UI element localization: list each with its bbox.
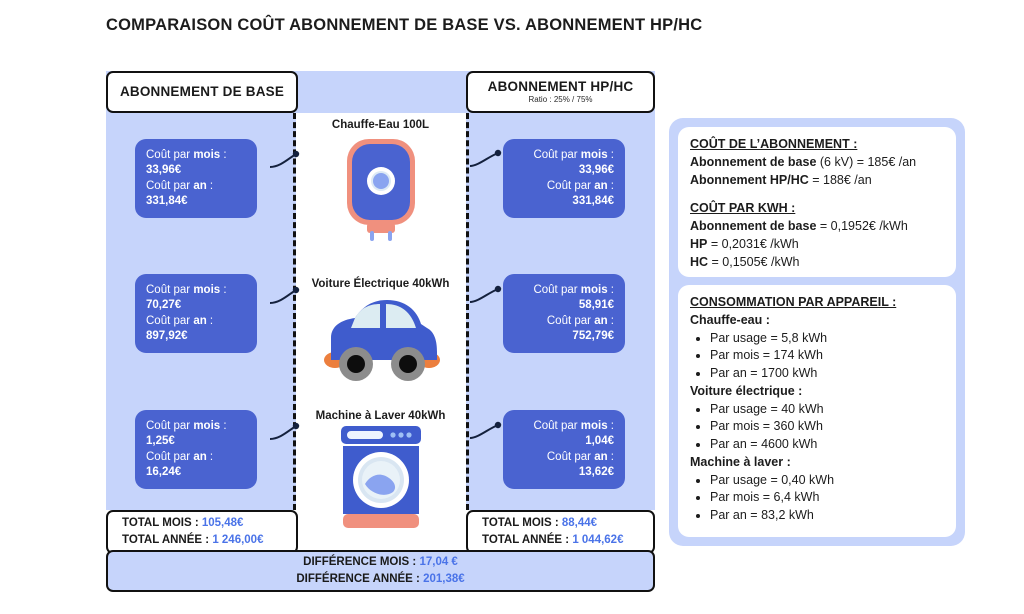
comparison-panel: ABONNEMENT DE BASE ABONNEMENT HP/HC Rati… — [106, 71, 655, 592]
cost-month-line: Coût par mois : — [533, 284, 614, 296]
cost-year-value: 897,92€ — [146, 329, 188, 342]
info-line-kwh-hp: HP = 0,2031€ /kWh — [690, 236, 799, 251]
device-cell-machine-a-laver: Machine à Laver 40kWh — [106, 410, 655, 535]
list-item: Par an = 4600 kWh — [710, 436, 944, 454]
info-line-abonnement-base: Abonnement de base (6 kV) = 185€ /an — [690, 154, 917, 169]
info-spacer — [690, 189, 944, 200]
list-item: Par mois = 360 kWh — [710, 418, 944, 436]
difference-panel: DIFFÉRENCE MOIS : 17,04 € DIFFÉRENCE ANN… — [106, 550, 655, 592]
divider-right-dashed — [466, 113, 469, 510]
totals-hphc: TOTAL MOIS : 88,44€ TOTAL ANNÉE : 1 044,… — [466, 510, 655, 554]
comparison-header-row: ABONNEMENT DE BASE ABONNEMENT HP/HC Rati… — [106, 71, 655, 113]
list-item: Par usage = 40 kWh — [710, 401, 944, 419]
cost-year-value: 16,24€ — [146, 465, 182, 478]
totals-base: TOTAL MOIS : 105,48€ TOTAL ANNÉE : 1 246… — [106, 510, 298, 554]
difference-month-value: 17,04 € — [419, 555, 458, 568]
info-line-abonnement-hphc: Abonnement HP/HC = 188€ /an — [690, 172, 872, 187]
cost-box-hphc-chauffe-eau: Coût par mois : 33,96€ Coût par an : 331… — [503, 139, 625, 219]
totals-row: TOTAL MOIS : 105,48€ TOTAL ANNÉE : 1 246… — [106, 510, 655, 556]
device-cell-chauffe-eau: Chauffe-Eau 100L — [106, 119, 655, 250]
washing-machine-icon — [340, 426, 421, 528]
device-label: Chauffe-Eau 100L — [331, 119, 430, 131]
header-base-label: ABONNEMENT DE BASE — [119, 83, 285, 99]
info-heading-abonnement: COÛT DE L’ABONNEMENT : — [690, 137, 858, 151]
header-hphc-label: ABONNEMENT HP/HC — [487, 78, 634, 94]
info-card-tarifs: COÛT DE L’ABONNEMENT : Abonnement de bas… — [678, 127, 956, 277]
difference-year: DIFFÉRENCE ANNÉE : 201,38€ — [296, 573, 465, 585]
water-heater-icon — [346, 139, 415, 241]
cost-year-line: Coût par an : — [146, 450, 214, 463]
cost-month-value: 33,96€ — [578, 164, 614, 177]
consommation-group-title: Chauffe-eau : — [690, 312, 770, 327]
cost-year-line: Coût par an : — [546, 179, 614, 192]
info-card-consommation: CONSOMMATION PAR APPAREIL : Chauffe-eau … — [678, 285, 956, 537]
info-heading-consommation: CONSOMMATION PAR APPAREIL : — [690, 295, 897, 309]
totals-base-year: TOTAL ANNÉE : 1 246,00€ — [122, 534, 264, 546]
list-item: Par an = 83,2 kWh — [710, 507, 944, 525]
comparison-body: Coût par mois : 33,96€ Coût par an : 331… — [106, 113, 655, 528]
device-label: Voiture Électrique 40kWh — [311, 278, 450, 290]
cost-year-value: 331,84€ — [572, 194, 614, 207]
device-cell-voiture-electrique: Voiture Électrique 40kWh — [106, 278, 655, 391]
cost-month-value: 1,25€ — [146, 435, 175, 448]
cost-month-value: 70,27€ — [146, 299, 182, 312]
difference-month: DIFFÉRENCE MOIS : 17,04 € — [303, 555, 458, 568]
cost-year-value: 13,62€ — [578, 465, 614, 478]
cost-month-line: Coût par mois : — [533, 420, 614, 432]
cost-box-base-machine: Coût par mois : 1,25€ Coût par an : 16,2… — [135, 410, 257, 490]
divider-left-dashed — [293, 113, 296, 510]
list-item: Par mois = 174 kWh — [710, 347, 944, 365]
cost-month-value: 58,91€ — [578, 299, 614, 312]
cost-month-line: Coût par mois : — [146, 284, 227, 296]
list-item: Par usage = 5,8 kWh — [710, 330, 944, 348]
info-line-kwh-hc: HC = 0,1505€ /kWh — [690, 254, 800, 269]
consommation-group-title: Voiture électrique : — [690, 383, 803, 398]
cost-year-line: Coût par an : — [146, 314, 214, 327]
header-abonnement-de-base: ABONNEMENT DE BASE — [106, 71, 298, 113]
cost-year-line: Coût par an : — [546, 450, 614, 463]
cost-month-line: Coût par mois : — [146, 149, 227, 161]
cost-box-base-voiture: Coût par mois : 70,27€ Coût par an : 897… — [135, 274, 257, 354]
totals-hphc-year-value: 1 044,62€ — [572, 534, 624, 546]
consommation-group-title: Machine à laver : — [690, 454, 791, 469]
page-title: COMPARAISON COÛT ABONNEMENT DE BASE VS. … — [106, 16, 703, 34]
cost-month-line: Coût par mois : — [533, 149, 614, 161]
cost-box-base-chauffe-eau: Coût par mois : 33,96€ Coût par an : 331… — [135, 139, 257, 219]
totals-base-month: TOTAL MOIS : 105,48€ — [122, 517, 244, 530]
info-line-kwh-base: Abonnement de base = 0,1952€ /kWh — [690, 219, 908, 233]
cost-month-value: 1,04€ — [585, 435, 614, 448]
cost-month-line: Coût par mois : — [146, 420, 227, 432]
cost-year-value: 752,79€ — [572, 329, 614, 342]
totals-base-month-value: 105,48€ — [201, 517, 244, 530]
electric-car-icon — [323, 300, 440, 381]
cost-year-line: Coût par an : — [546, 314, 614, 327]
totals-hphc-month-value: 88,44€ — [561, 517, 598, 530]
consommation-list-machine: Par usage = 0,40 kWh Par mois = 6,4 kWh … — [690, 472, 944, 525]
device-label: Machine à Laver 40kWh — [315, 410, 446, 422]
cost-year-value: 331,84€ — [146, 194, 188, 207]
difference-year-value: 201,38€ — [423, 573, 465, 585]
totals-hphc-year: TOTAL ANNÉE : 1 044,62€ — [482, 534, 624, 546]
cost-box-hphc-machine: Coût par mois : 1,04€ Coût par an : 13,6… — [503, 410, 625, 490]
consommation-list-voiture: Par usage = 40 kWh Par mois = 360 kWh Pa… — [690, 401, 944, 454]
consommation-list-chauffe-eau: Par usage = 5,8 kWh Par mois = 174 kWh P… — [690, 330, 944, 383]
header-abonnement-hphc: ABONNEMENT HP/HC Ratio : 25% / 75% — [466, 71, 655, 113]
list-item: Par mois = 6,4 kWh — [710, 489, 944, 507]
totals-base-year-value: 1 246,00€ — [212, 534, 264, 546]
list-item: Par an = 1700 kWh — [710, 365, 944, 383]
cost-month-value: 33,96€ — [146, 164, 182, 177]
info-panel: COÛT DE L’ABONNEMENT : Abonnement de bas… — [669, 118, 965, 546]
cost-year-line: Coût par an : — [146, 179, 214, 192]
info-heading-kwh: COÛT PAR KWH : — [690, 201, 796, 216]
list-item: Par usage = 0,40 kWh — [710, 472, 944, 490]
header-hphc-ratio: Ratio : 25% / 75% — [528, 95, 593, 105]
totals-hphc-month: TOTAL MOIS : 88,44€ — [482, 517, 598, 530]
cost-box-hphc-voiture: Coût par mois : 58,91€ Coût par an : 752… — [503, 274, 625, 354]
